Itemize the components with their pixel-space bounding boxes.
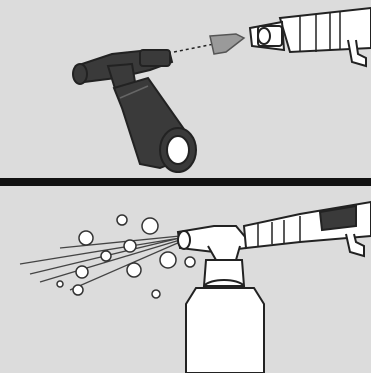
foam-nozzle-icon	[73, 50, 196, 172]
spray-lance-icon	[250, 8, 371, 66]
spray-lines-icon	[20, 236, 180, 290]
nozzle-head-icon	[178, 226, 246, 260]
attach-nozzle-drawing	[0, 0, 371, 178]
spray-lance-icon	[244, 202, 371, 256]
panel-spray-foam	[0, 186, 371, 373]
insert-arrow-icon	[174, 34, 244, 54]
spray-foam-drawing	[0, 186, 371, 373]
foam-bottle-icon	[186, 260, 264, 373]
panel-divider	[0, 178, 371, 186]
panel-attach-nozzle	[0, 0, 371, 178]
